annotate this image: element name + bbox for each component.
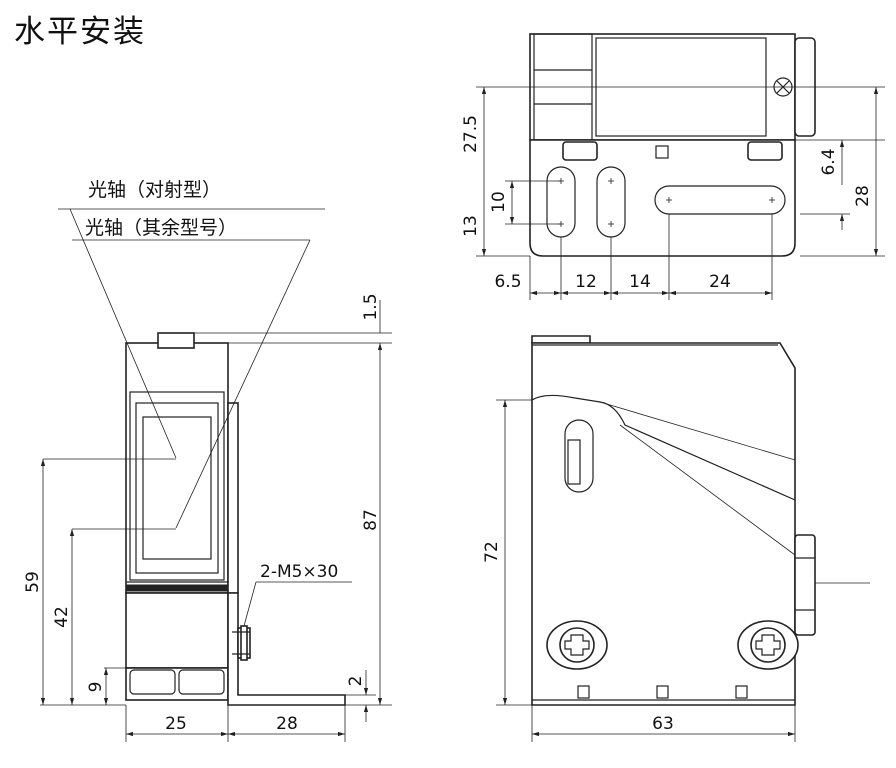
page-title: 水平安装 — [14, 14, 146, 50]
sensor-body-front — [125, 342, 229, 594]
dim-side-height: 72 — [482, 541, 502, 563]
side-nut — [794, 534, 816, 636]
dim-top-slot-pitch: 10 — [489, 191, 509, 213]
top-view — [476, 33, 885, 300]
dim-front-width: 25 — [165, 714, 187, 734]
front-view — [40, 208, 392, 742]
dim-bracket-width: 28 — [276, 714, 298, 734]
dim-total-height: 87 — [361, 509, 381, 531]
dim-axis-height-other: 42 — [52, 606, 72, 628]
label-screw-spec: 2-M5×30 — [260, 562, 338, 582]
dim-top-c: 14 — [629, 272, 651, 292]
side-screw-right — [737, 620, 799, 670]
dim-top-d: 24 — [709, 272, 731, 292]
side-screw-left — [546, 620, 608, 670]
dim-top-right-height: 28 — [853, 185, 873, 207]
dim-top-b: 12 — [575, 272, 597, 292]
top-bracket-plate — [529, 139, 796, 257]
side-slot — [564, 419, 594, 493]
slot-long — [654, 185, 786, 215]
lens-frame — [129, 391, 225, 581]
dim-top-slot-height: 13 — [461, 215, 481, 237]
dim-top-right-offset: 6.4 — [819, 148, 839, 175]
sensor-top-cap — [157, 332, 195, 349]
connector-base — [125, 667, 229, 701]
side-view — [496, 335, 870, 742]
dim-bottom-gap: 9 — [86, 682, 106, 693]
dim-top-a: 6.5 — [494, 272, 521, 292]
dim-top-height: 27.5 — [461, 115, 481, 153]
dim-bracket-thickness: 2 — [346, 676, 366, 687]
dim-top-offset: 1.5 — [361, 293, 381, 320]
dim-side-length: 63 — [652, 714, 674, 734]
label-axis-through-beam: 光轴（对射型） — [88, 179, 221, 201]
label-axis-other-models: 光轴（其余型号） — [85, 217, 237, 239]
dim-axis-height-through: 59 — [23, 571, 43, 593]
